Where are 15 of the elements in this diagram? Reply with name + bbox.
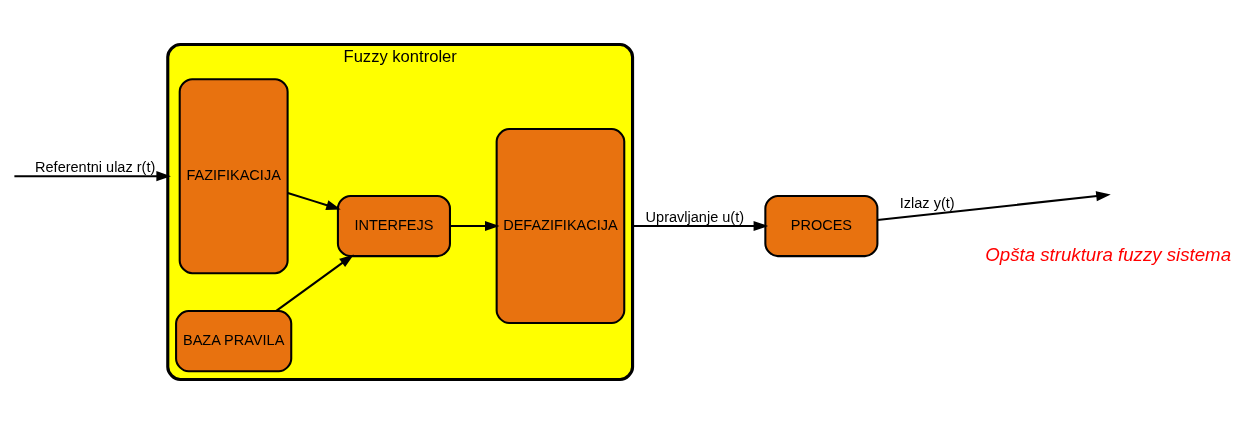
arrow	[275, 254, 354, 312]
node-box: PROCES	[764, 194, 879, 258]
arrow	[877, 191, 1111, 222]
edge-label: Izlaz y(t)	[899, 194, 955, 211]
arrow	[287, 191, 341, 211]
node-box: INTERFEJS	[336, 194, 451, 258]
edge-label: Upravljanje u(t)	[645, 209, 745, 226]
node-box: DEFAZIFIKACIJA	[495, 127, 626, 325]
arrow	[450, 220, 500, 232]
label: Opšta struktura fuzzy sistema	[985, 243, 1232, 265]
arrow	[632, 220, 769, 232]
node-box: BAZA PRAVILA	[175, 310, 293, 373]
edge-label: Referentni ulaz r(t)	[35, 159, 156, 176]
arrow	[14, 171, 171, 182]
node-box: FAZIFIKACIJA	[178, 78, 289, 275]
